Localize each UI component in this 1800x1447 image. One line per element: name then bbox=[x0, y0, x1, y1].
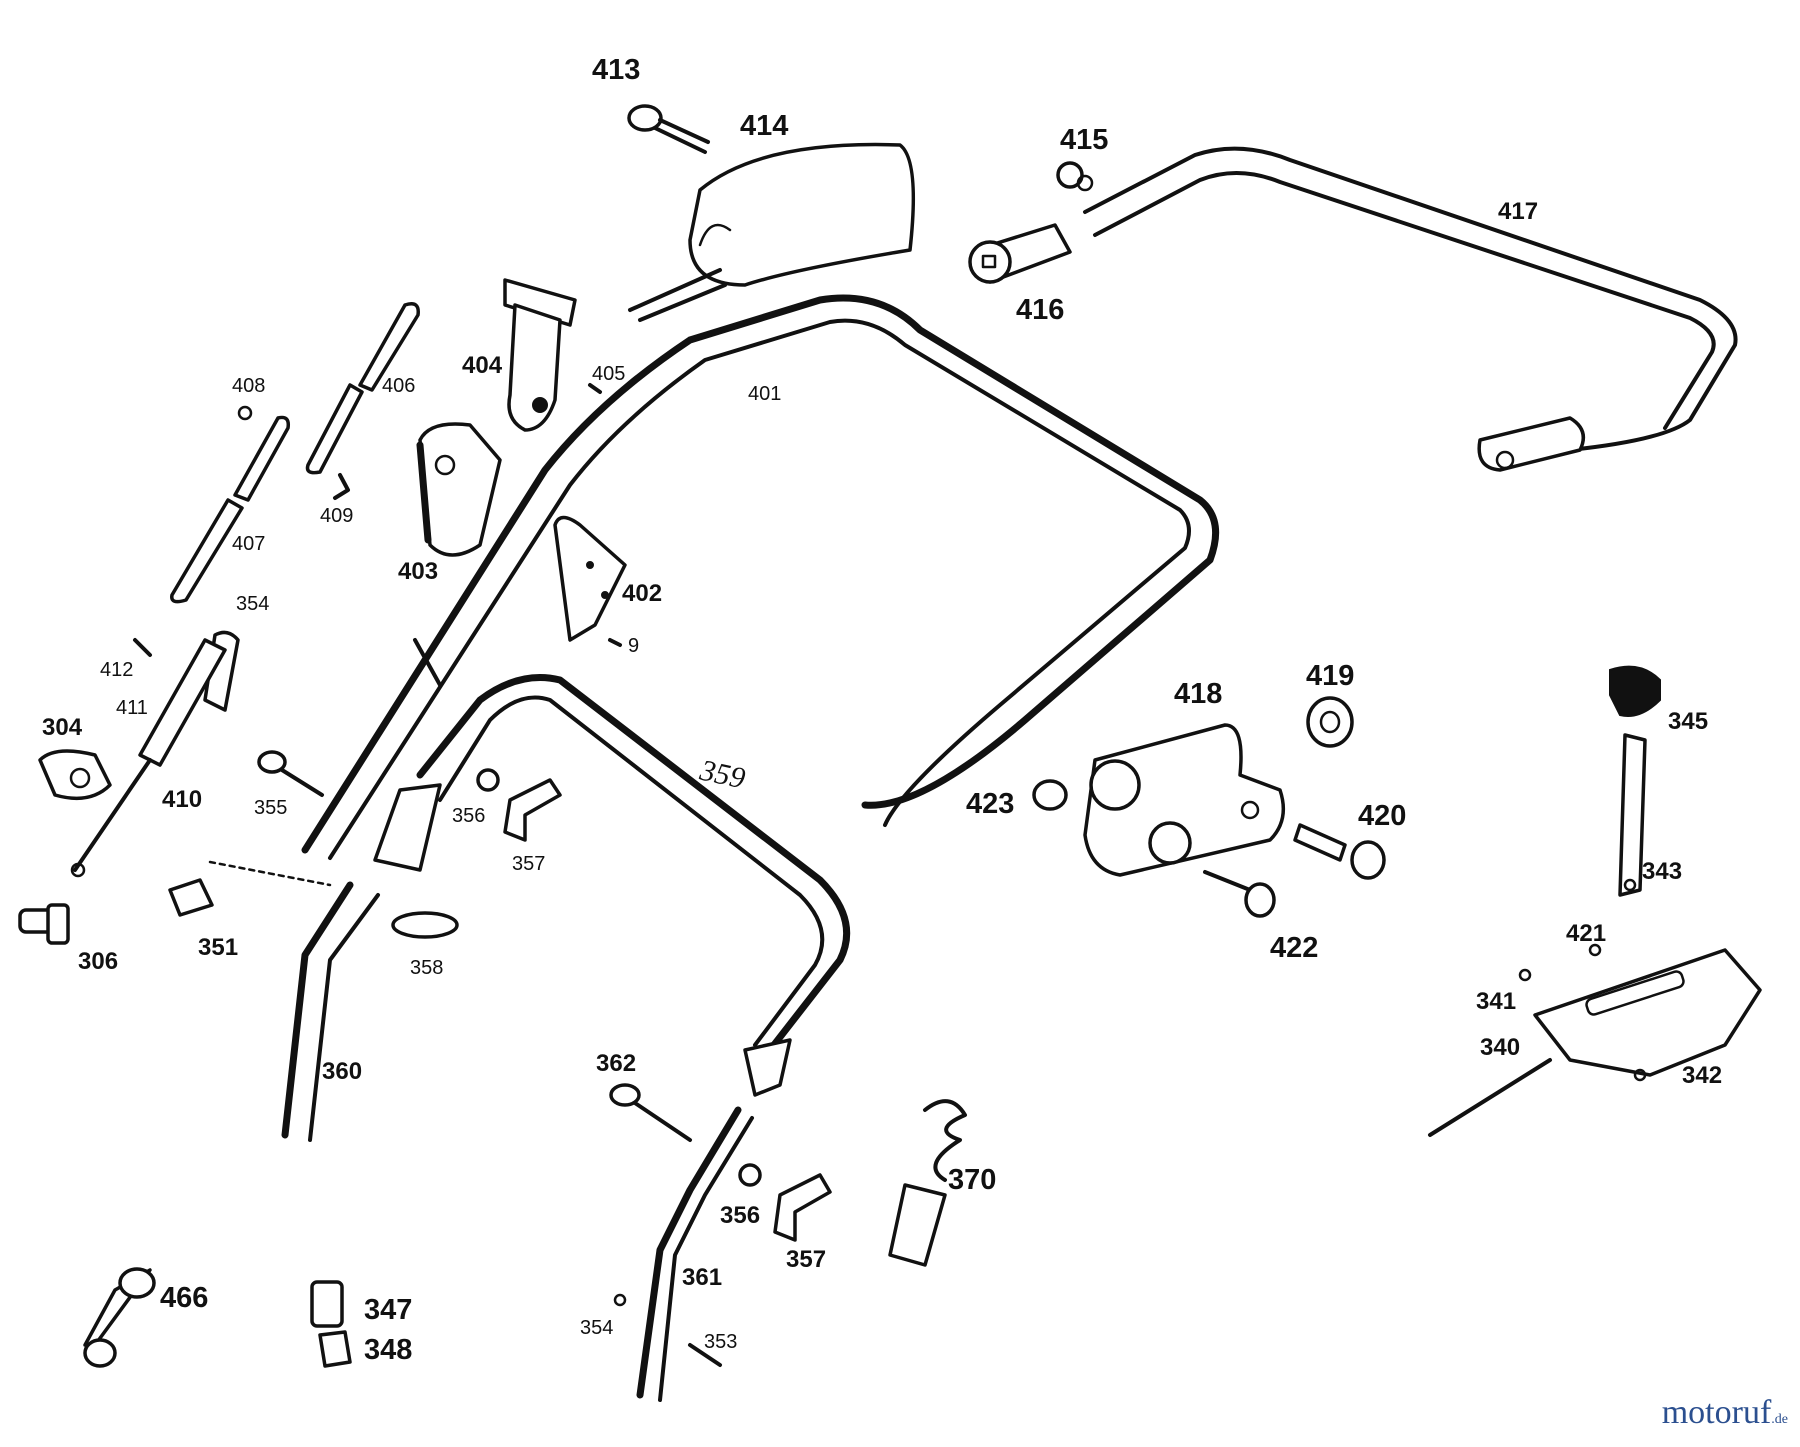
label-411: 411 bbox=[116, 697, 148, 719]
label-415: 415 bbox=[1060, 124, 1109, 156]
label-340: 340 bbox=[1480, 1034, 1521, 1061]
part-401-upper-handle bbox=[301, 294, 1220, 860]
part-361-tube bbox=[636, 1106, 754, 1402]
part-423-nut bbox=[1032, 779, 1068, 811]
label-356-lower: 356 bbox=[720, 1202, 761, 1229]
part-340-control-box bbox=[1428, 948, 1762, 1137]
part-370-clip bbox=[888, 1099, 967, 1267]
part-355-bolt bbox=[257, 750, 324, 797]
watermark-tld: .de bbox=[1771, 1412, 1788, 1427]
part-406-rod bbox=[305, 302, 420, 475]
label-348: 348 bbox=[364, 1334, 413, 1366]
part-306-plug bbox=[18, 903, 70, 945]
label-353: 353 bbox=[704, 1331, 738, 1353]
part-418-housing bbox=[1083, 723, 1286, 877]
label-351: 351 bbox=[198, 934, 239, 961]
part-small-fasteners bbox=[133, 383, 1647, 1367]
part-343-lever bbox=[1618, 733, 1647, 897]
label-357-upper: 357 bbox=[512, 853, 546, 875]
part-410-rod bbox=[70, 630, 240, 878]
watermark-logo: motoruf.de bbox=[1662, 1394, 1788, 1432]
label-354-upper: 354 bbox=[236, 593, 270, 615]
label-342: 342 bbox=[1682, 1062, 1723, 1089]
part-351-pad bbox=[168, 860, 332, 917]
label-355: 355 bbox=[254, 797, 288, 819]
label-9: 9 bbox=[628, 635, 640, 657]
part-356-washer-lower bbox=[738, 1163, 762, 1187]
label-420: 420 bbox=[1358, 800, 1407, 832]
part-360-tube bbox=[281, 881, 380, 1142]
label-360: 360 bbox=[322, 1058, 363, 1085]
label-306: 306 bbox=[78, 948, 119, 975]
part-357-knob-lower bbox=[773, 1173, 832, 1242]
label-410: 410 bbox=[162, 786, 203, 813]
label-423: 423 bbox=[966, 788, 1015, 820]
part-414-cover bbox=[628, 142, 916, 322]
part-407-rod bbox=[170, 415, 291, 604]
watermark-brand: motoruf bbox=[1661, 1394, 1772, 1431]
label-422: 422 bbox=[1270, 932, 1319, 964]
label-345: 345 bbox=[1668, 708, 1709, 735]
label-418: 418 bbox=[1174, 678, 1223, 710]
label-413: 413 bbox=[592, 54, 641, 86]
part-358-ring bbox=[391, 911, 459, 939]
label-370: 370 bbox=[948, 1164, 997, 1196]
part-420-bolt bbox=[1293, 823, 1386, 880]
part-402-plate bbox=[553, 515, 627, 642]
label-419: 419 bbox=[1306, 660, 1355, 692]
label-356-upper: 356 bbox=[452, 805, 486, 827]
part-304-clip bbox=[38, 749, 112, 801]
label-304: 304 bbox=[42, 714, 83, 741]
label-404: 404 bbox=[462, 352, 503, 379]
label-343: 343 bbox=[1642, 858, 1683, 885]
part-417-bar bbox=[1083, 146, 1738, 472]
part-362-bolt bbox=[609, 1083, 692, 1142]
label-361: 361 bbox=[682, 1264, 723, 1291]
label-362: 362 bbox=[596, 1050, 637, 1077]
part-416-bushing bbox=[968, 223, 1072, 284]
label-401: 401 bbox=[748, 383, 782, 405]
part-356-washer-upper bbox=[476, 768, 500, 792]
label-347: 347 bbox=[364, 1294, 413, 1326]
label-408: 408 bbox=[232, 375, 266, 397]
part-415-nut bbox=[1056, 161, 1094, 192]
label-416: 416 bbox=[1016, 294, 1065, 326]
part-348-clip bbox=[318, 1330, 352, 1368]
part-347-cap bbox=[310, 1280, 344, 1328]
label-405: 405 bbox=[592, 363, 626, 385]
part-422-screw bbox=[1203, 870, 1276, 918]
label-341: 341 bbox=[1476, 988, 1517, 1015]
label-357-lower: 357 bbox=[786, 1246, 827, 1273]
label-412: 412 bbox=[100, 659, 134, 681]
part-419-washer bbox=[1306, 696, 1354, 748]
label-406: 406 bbox=[382, 375, 416, 397]
label-354-lower: 354 bbox=[580, 1317, 614, 1339]
label-403: 403 bbox=[398, 558, 439, 585]
label-358: 358 bbox=[410, 957, 444, 979]
part-357-knob-upper bbox=[503, 778, 562, 842]
label-407: 407 bbox=[232, 533, 266, 555]
part-466-sleeve bbox=[83, 1267, 156, 1368]
label-402: 402 bbox=[622, 580, 663, 607]
part-413-screw bbox=[627, 104, 710, 154]
label-466: 466 bbox=[160, 1282, 209, 1314]
part-345-knob bbox=[1609, 665, 1661, 717]
part-403-bracket bbox=[416, 422, 502, 557]
part-404-lever bbox=[503, 278, 577, 432]
label-409: 409 bbox=[320, 505, 354, 527]
label-414: 414 bbox=[740, 110, 789, 142]
label-417: 417 bbox=[1498, 198, 1539, 225]
part-359-lower-handle bbox=[373, 674, 851, 1097]
label-421: 421 bbox=[1566, 920, 1607, 947]
